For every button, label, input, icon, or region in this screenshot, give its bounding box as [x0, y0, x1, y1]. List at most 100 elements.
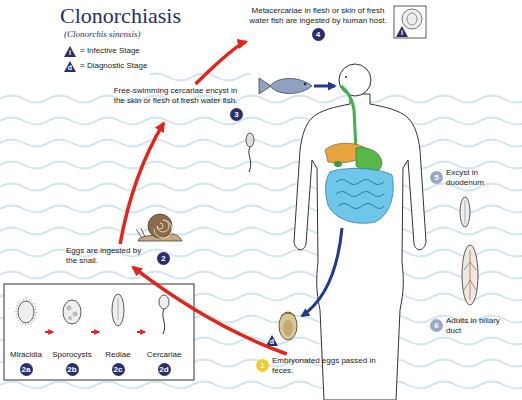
stage-letter: i: [396, 28, 408, 37]
cercaria: [246, 133, 254, 172]
stage-letter: i: [64, 48, 76, 57]
adult-worm: [460, 197, 470, 227]
human-body: [345, 76, 347, 78]
digestive-tract: [336, 180, 384, 209]
larval-stage: [18, 301, 34, 323]
stage-triangle: [396, 26, 408, 37]
digestive-tract: [326, 168, 394, 223]
cycle-arrow: [120, 123, 164, 244]
larval-stage: [16, 299, 36, 325]
step-number: 6: [430, 319, 443, 332]
snail: [154, 220, 172, 238]
cycle-arrow: [196, 42, 246, 84]
stage-name: Rediae: [105, 350, 130, 360]
water-background: [150, 60, 250, 90]
egg: [279, 312, 297, 340]
stage-name: Miracidia: [10, 350, 42, 360]
metacercaria-icon: [394, 6, 426, 38]
transfer-arrow: [314, 85, 335, 88]
diagram-title: Clonorchiasis: [60, 3, 181, 29]
larval-stage: [118, 298, 119, 320]
stage-description: Free-swimming cercariae encyst in the sk…: [108, 86, 243, 105]
egg: [279, 312, 297, 340]
adult-worm: [460, 197, 478, 305]
cercaria: [246, 133, 254, 147]
legend-text: = Infective Stage: [80, 46, 140, 55]
fish: [259, 78, 312, 94]
step-number: 1: [256, 359, 269, 372]
digestive-tract: [325, 86, 393, 223]
step-number: 2b: [66, 363, 79, 376]
stage-description: Excyst in duodenum: [446, 168, 512, 187]
larval-stage: [68, 316, 72, 320]
step-number: 2d: [158, 363, 171, 376]
stage-description: Metacercariae in flesh or skin of fresh …: [248, 6, 388, 25]
transfer-arrow: [302, 86, 342, 316]
water-background: [0, 88, 522, 400]
stage-letter: d: [64, 63, 76, 72]
stage-description: Adults in biliary duct: [446, 316, 512, 335]
stage-triangle: [64, 26, 408, 346]
egg: [281, 313, 295, 316]
larval-stage-node: Cercariae 2d: [147, 288, 181, 376]
life-cycle-stage: 1Embryonated eggs passed in feces.: [256, 356, 382, 375]
step-number: 2c: [112, 363, 125, 376]
stage-letter: d: [266, 337, 278, 346]
legend-text: = Diagnostic Stage: [80, 61, 147, 70]
larval-stage-node: Rediae 2c: [101, 288, 135, 376]
digestive-tract: [341, 86, 356, 150]
stage-name: Sporocysts: [52, 350, 92, 360]
stage-description: Eggs are ingested by the snail.: [66, 246, 154, 265]
cycle-arrow: [137, 331, 145, 333]
life-cycle-stage: Metacercariae in flesh or skin of fresh …: [248, 6, 388, 41]
stage-triangle: [64, 61, 76, 72]
larval-stage: [112, 294, 124, 326]
metacercaria-icon: [407, 13, 417, 25]
step-number: 4: [312, 28, 325, 41]
life-cycle-stage: Free-swimming cercariae encyst in the sk…: [108, 86, 243, 121]
fish: [259, 78, 271, 94]
larval-stage: [163, 309, 165, 334]
cycle-arrow: [133, 267, 287, 354]
cycle-arrow: [91, 331, 99, 333]
cycle-arrow: [45, 331, 53, 333]
larval-stage-node: Miracidia 2a: [9, 288, 43, 376]
snail: [136, 214, 182, 241]
step-number: 2: [157, 252, 170, 265]
snail: [136, 228, 145, 238]
stage-name: Cercariae: [147, 350, 182, 360]
larval-stage: [73, 312, 78, 317]
step-number: 2a: [20, 363, 33, 376]
life-cycle-stage: Eggs are ingested by the snail.2: [66, 246, 170, 265]
larval-stage-node: Sporocysts 2b: [55, 288, 89, 376]
egg: [283, 320, 293, 336]
digestive-tract: [334, 161, 342, 167]
larval-stage: [16, 294, 169, 334]
fish: [304, 83, 306, 85]
larval-stage: [67, 306, 72, 311]
step-number: 5: [430, 171, 443, 184]
fish: [270, 79, 312, 94]
human-body: [294, 94, 426, 400]
inset-box: [4, 284, 194, 380]
larval-stage: [63, 300, 81, 324]
adult-worm: [465, 200, 466, 224]
adult-worm: [462, 245, 478, 305]
subtitle: (Clonorchis sinensis): [64, 29, 140, 39]
stage-triangle: [64, 46, 76, 57]
transfer-arrow: [302, 228, 342, 316]
life-cycle-stage: 5Excyst in duodenum: [430, 168, 512, 187]
stage-triangle: [266, 335, 278, 346]
stage-description: Embryonated eggs passed in feces.: [272, 356, 382, 375]
human-body: [339, 64, 371, 96]
metacercaria-icon: [402, 9, 422, 29]
larval-stage: [159, 295, 169, 309]
adult-worm: [464, 250, 476, 300]
step-number: 3: [230, 108, 243, 121]
life-cycle-stage: 6Adults in biliary duct: [430, 316, 512, 335]
cercaria: [249, 147, 251, 172]
inset-box: [4, 284, 194, 380]
